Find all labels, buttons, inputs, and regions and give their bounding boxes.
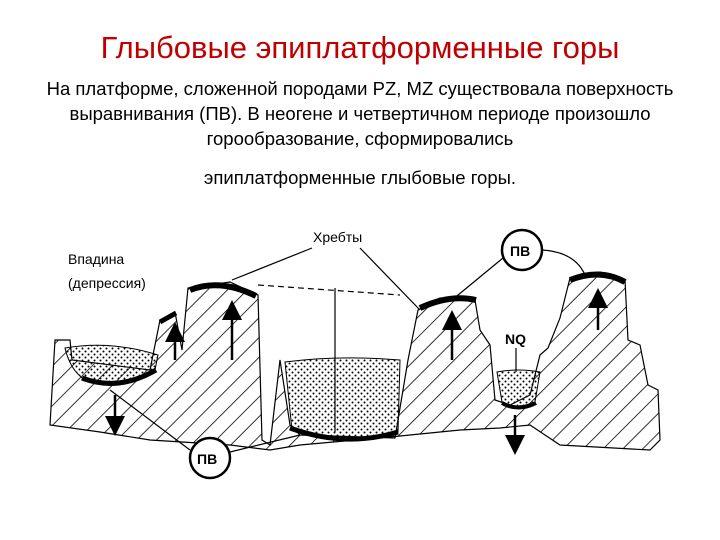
leader-line (359, 247, 421, 311)
pv-surface-block-1 (188, 282, 258, 299)
description-text: На платформе, сложенной породами PZ, MZ … (46, 78, 674, 149)
leader-line (541, 249, 586, 276)
leader-line (109, 389, 191, 451)
leader-line (229, 434, 301, 453)
pv-label-top: ПВ (510, 243, 530, 259)
slide-title: Глыбовые эпиплатформенные горы (100, 30, 620, 65)
leader-line (231, 247, 313, 281)
depression-sediment-center (284, 357, 401, 439)
pv-surface-left-depression (81, 367, 158, 386)
depression-label-line2: (депрессия) (68, 275, 146, 291)
leader-line (451, 257, 504, 301)
pv-surface-small-block (158, 310, 178, 325)
nq-label: NQ (505, 331, 526, 347)
pv-surface-block-2 (418, 295, 477, 311)
pv-label-bottom: ПВ (197, 451, 217, 467)
pv-surface-block-3 (568, 271, 627, 285)
depression-label-line1: Впадина (68, 251, 124, 267)
pv-surface-nq-depression (501, 401, 537, 410)
block-mountains-diagram: Впадина (депрессия) Хребты ПВ ПВ NQ (49, 228, 661, 480)
description-text-end: эпиплатформенные глыбовые горы. (203, 167, 517, 188)
projection-dashed-line (257, 284, 401, 296)
pv-surface-center-depression (289, 425, 399, 442)
depression-sediment-nq (496, 369, 541, 407)
pv-callout-circle-bottom (188, 436, 232, 480)
ridges-label: Хребты (313, 229, 362, 245)
